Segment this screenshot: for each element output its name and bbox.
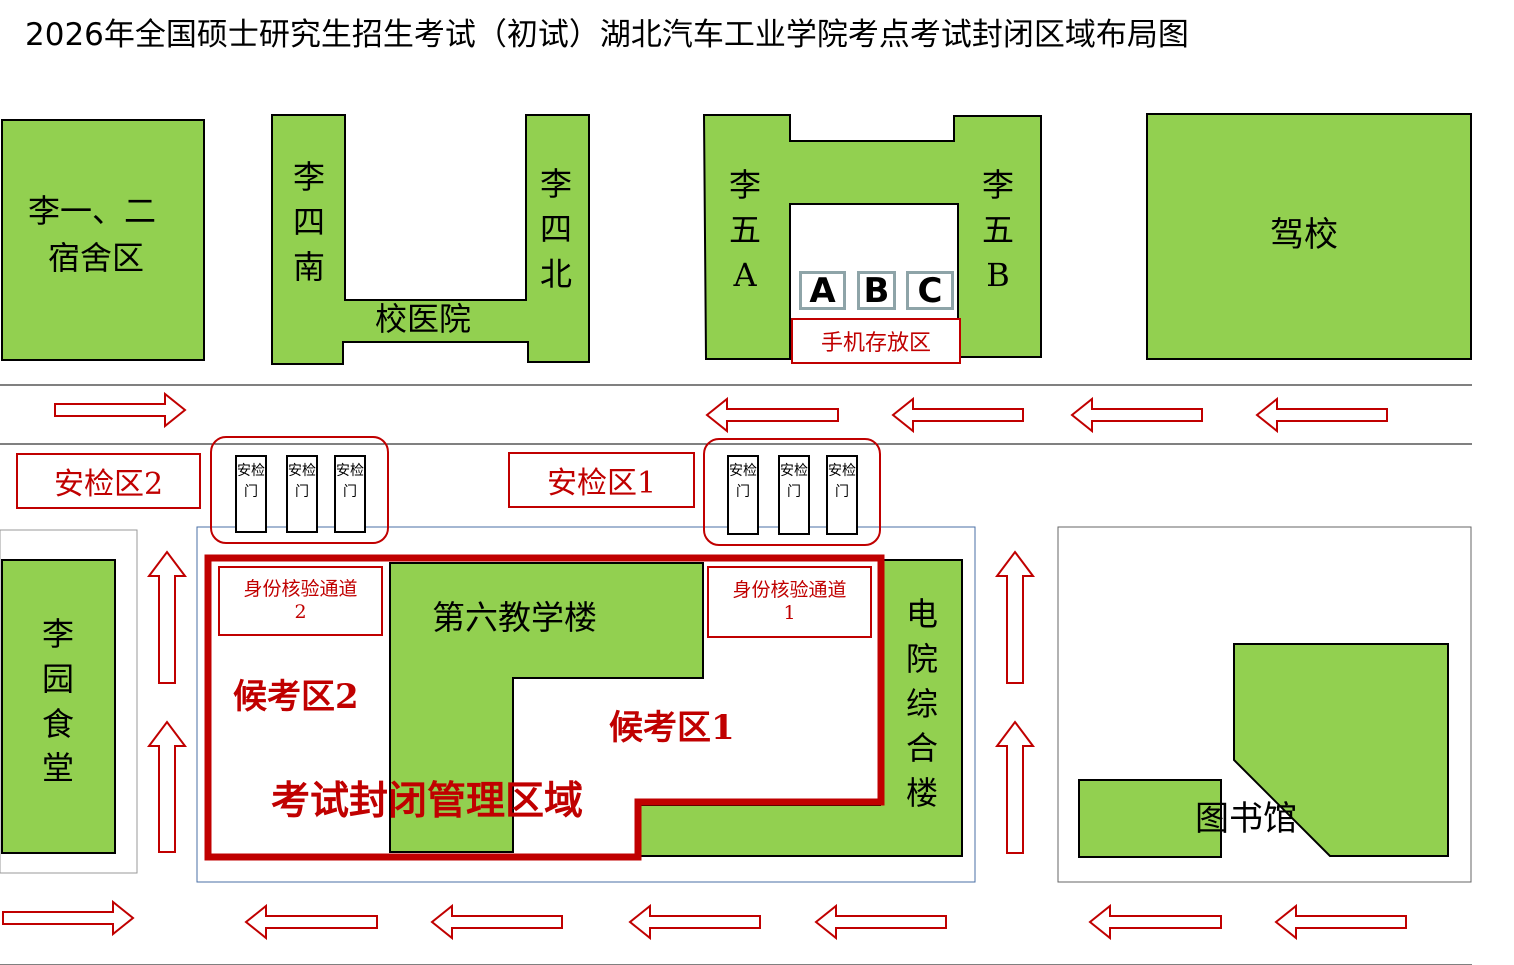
canteen-area-border: [0, 529, 138, 874]
dorm-label-2: 宿舍区: [48, 239, 145, 277]
id-channel-2-box: 身份核验通道 2: [218, 566, 383, 636]
arrow-left-icon: [1088, 903, 1222, 941]
arrow-left-icon: [814, 903, 947, 941]
arrow-right-icon: [2, 899, 135, 937]
li4-north-label: 李四北: [539, 165, 572, 293]
arrow-up-icon: [995, 550, 1035, 684]
li4-building: [271, 114, 590, 365]
waiting-area-1-label: 候考区1: [609, 708, 735, 748]
id-channel-1-label: 身份核验通道: [732, 579, 847, 602]
id-channel-1-box: 身份核验通道 1: [707, 566, 872, 638]
arrow-left-icon: [705, 396, 839, 434]
dorm-label-1: 李一、二: [28, 192, 157, 230]
phone-storage-box: 手机存放区: [791, 318, 961, 364]
room-a-sign: A: [799, 271, 846, 311]
li4-south-label: 李四南: [292, 158, 325, 286]
arrow-right-icon: [54, 391, 187, 429]
canteen-building: [1, 559, 116, 854]
page-title: 2026年全国硕士研究生招生考试（初试）湖北汽车工业学院考点考试封闭区域布局图: [25, 17, 1189, 53]
id-channel-1-number: 1: [783, 602, 796, 624]
canteen-label: 李园食堂: [41, 615, 74, 788]
id-channel-2-label: 身份核验通道: [243, 578, 358, 601]
arrow-left-icon: [244, 903, 378, 941]
arrow-left-icon: [1255, 396, 1388, 434]
li5-building: [702, 114, 1042, 360]
security-gate: 安检门: [334, 455, 366, 533]
security-zone-2-box: 安检区2: [16, 453, 201, 509]
security-gate-group-1: [703, 438, 881, 546]
ee-building-label: 电院综合楼: [905, 595, 938, 813]
teaching6-label: 第六教学楼: [432, 598, 597, 637]
li5b-label: 李五B: [981, 166, 1014, 294]
library-label: 图书馆: [1195, 799, 1297, 839]
closed-area-label: 考试封闭管理区域: [271, 778, 584, 824]
arrow-left-icon: [1070, 396, 1203, 434]
security-zone-1-box: 安检区1: [508, 452, 695, 508]
arrow-left-icon: [430, 903, 563, 941]
room-b-sign: B: [857, 271, 896, 311]
dorm-building: [1, 119, 205, 361]
security-gate: 安检门: [778, 455, 810, 535]
room-c-sign: C: [906, 271, 954, 311]
arrow-up-icon: [147, 720, 187, 853]
library-annex: [1078, 779, 1222, 858]
arrow-up-icon: [147, 550, 187, 684]
driving-school-building: [1146, 113, 1472, 360]
waiting-area-2-label: 候考区2: [233, 677, 359, 717]
security-gate: 安检门: [826, 455, 858, 535]
library-area-border: [1057, 526, 1472, 883]
driving-school-label: 驾校: [1270, 215, 1338, 255]
li5a-label: 李五A: [728, 166, 761, 294]
closed-area-boundary: [204, 554, 885, 861]
clinic-label: 校医院: [375, 300, 472, 338]
teaching6-building: [389, 562, 704, 853]
id-channel-2-number: 2: [294, 601, 307, 623]
security-gate: 安检门: [286, 455, 318, 533]
library-building: [1233, 643, 1449, 857]
security-gate-group-2: [210, 436, 389, 544]
security-gate: 安检门: [235, 455, 267, 533]
arrow-left-icon: [891, 396, 1024, 434]
arrow-left-icon: [1274, 903, 1407, 941]
arrow-up-icon: [995, 720, 1035, 854]
arrow-left-icon: [628, 903, 761, 941]
teaching-area-border: [196, 526, 976, 883]
security-gate: 安检门: [727, 455, 759, 535]
